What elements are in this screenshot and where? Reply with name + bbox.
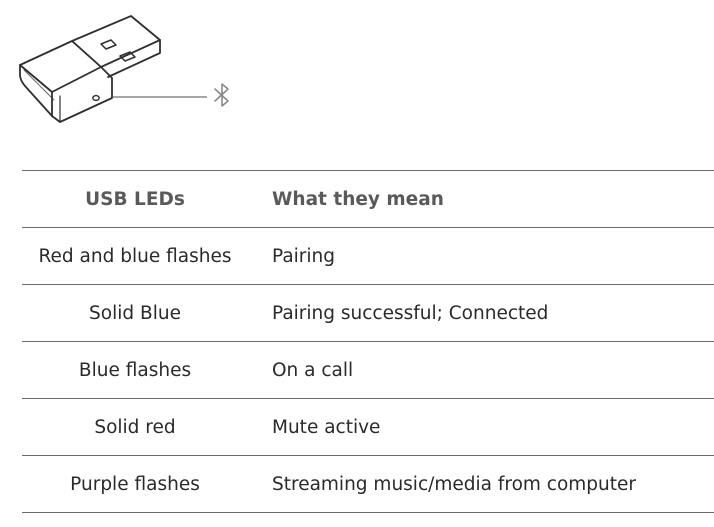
usb-led-indicator (92, 94, 100, 102)
table-row: Blue flashes On a call (22, 341, 714, 399)
led-state: Solid red (22, 398, 248, 456)
usb-adapter-illustration (19, 15, 229, 123)
header-what-they-mean: What they mean (248, 170, 714, 228)
led-meaning: Mute active (248, 398, 714, 456)
led-meaning: Streaming music/media from computer (248, 455, 714, 513)
led-meaning: On a call (248, 341, 714, 399)
led-meaning: Pairing (248, 227, 714, 285)
header-usb-leds: USB LEDs (22, 170, 248, 228)
table-header-row: USB LEDs What they mean (22, 170, 714, 228)
led-state: Red and blue flashes (22, 227, 248, 285)
table-row: Solid red Mute active (22, 398, 714, 456)
led-state: Blue flashes (22, 341, 248, 399)
table-row: Solid Blue Pairing successful; Connected (22, 284, 714, 342)
led-state: Solid Blue (22, 284, 248, 342)
bluetooth-icon (214, 83, 229, 107)
usb-adapter-body (19, 40, 113, 123)
led-state: Purple flashes (22, 455, 248, 513)
table-row: Red and blue flashes Pairing (22, 227, 714, 285)
table-row: Purple flashes Streaming music/media fro… (22, 455, 714, 513)
usb-led-table: USB LEDs What they mean Red and blue fla… (22, 170, 714, 513)
led-meaning: Pairing successful; Connected (248, 284, 714, 342)
